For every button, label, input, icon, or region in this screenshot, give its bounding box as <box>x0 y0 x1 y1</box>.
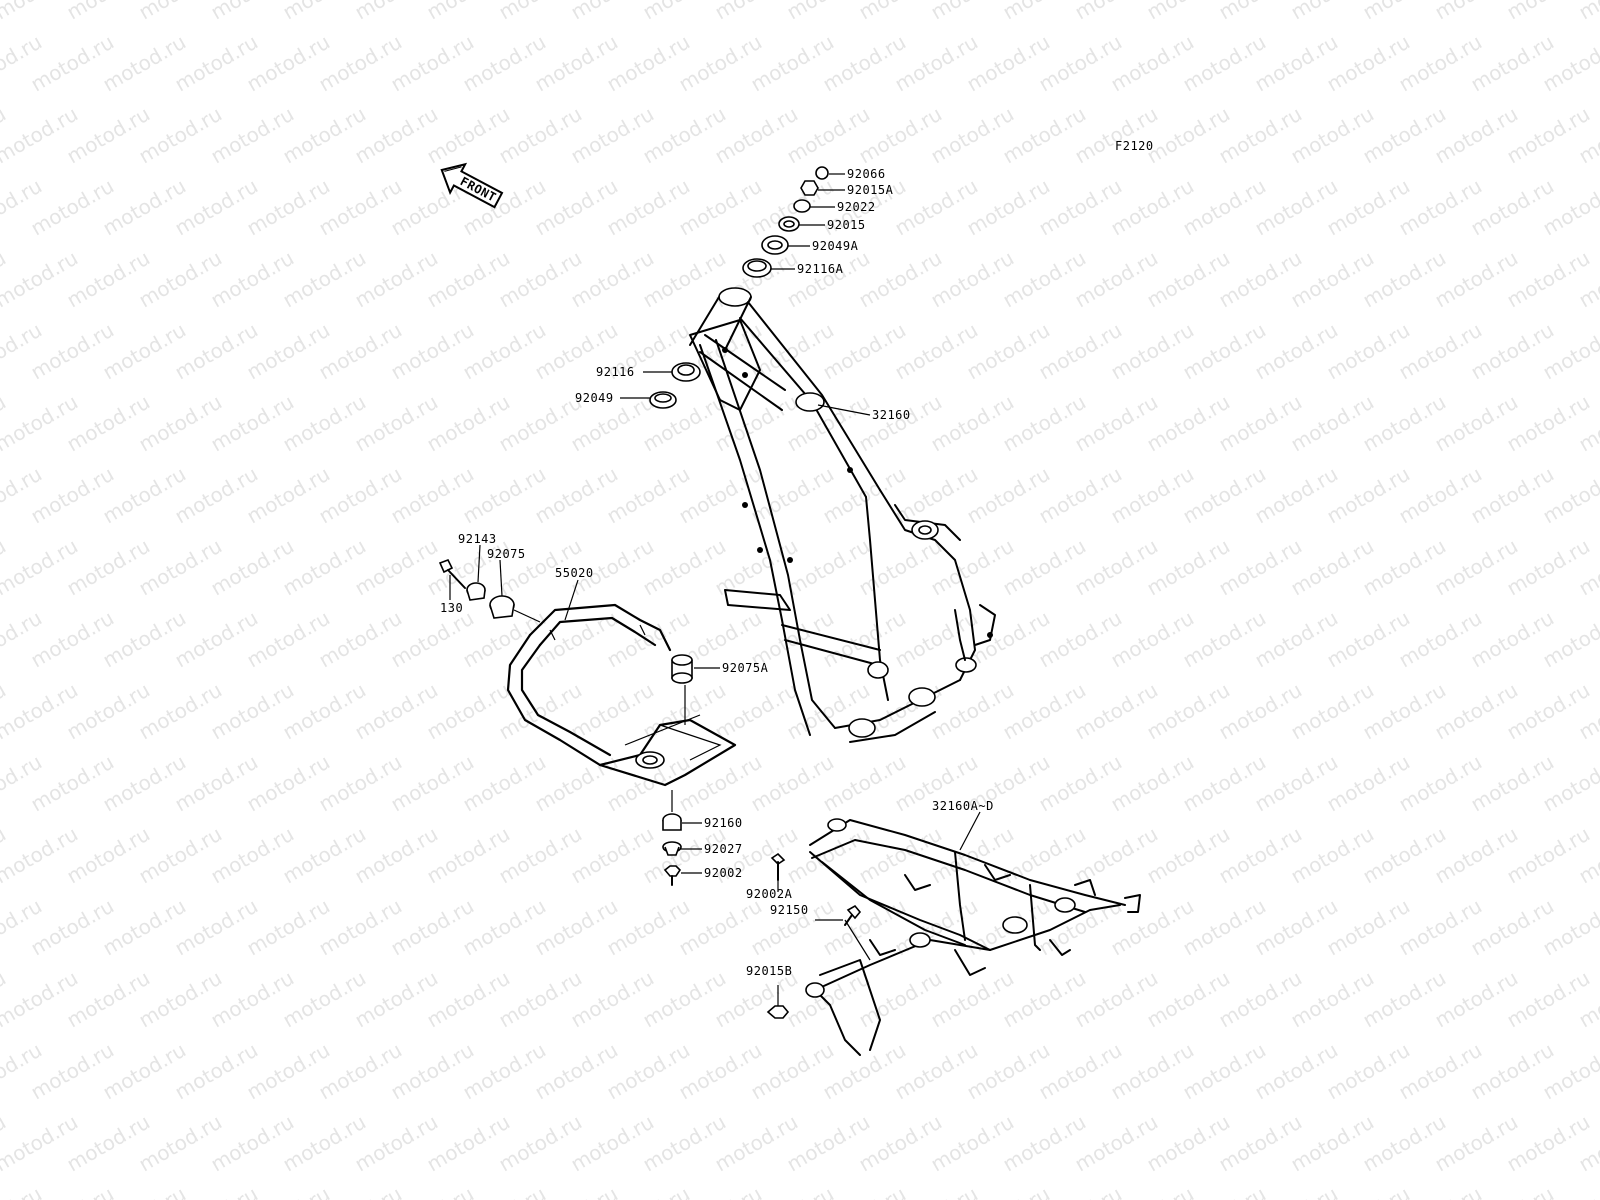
callout-92002a: 92002A <box>746 887 793 901</box>
callout-92015a: 92015A <box>847 183 894 197</box>
callout-92015b: 92015B <box>746 964 792 978</box>
subframe <box>805 811 1141 1056</box>
callout-32160a-d: 32160A~D <box>932 799 994 813</box>
watermark-text: motod.ru <box>0 1182 46 1200</box>
skid-plate <box>506 603 737 787</box>
part-92022 <box>793 199 811 213</box>
callout-92075a: 92075A <box>722 661 769 675</box>
subframe-hardware <box>766 852 871 1019</box>
main-frame <box>689 287 996 743</box>
watermark-text: motod.ru <box>1575 0 1600 24</box>
callout-92160: 92160 <box>704 816 743 830</box>
front-arrow-icon: FRONT <box>440 162 504 209</box>
callout-92027: 92027 <box>704 842 743 856</box>
callout-92150: 92150 <box>770 903 809 917</box>
callout-32160: 32160 <box>872 408 911 422</box>
steering-head-leaders <box>771 173 845 270</box>
lower-bearings <box>620 362 701 409</box>
callout-92066: 92066 <box>847 167 886 181</box>
callout-92049: 92049 <box>575 391 614 405</box>
callout-92022: 92022 <box>837 200 876 214</box>
steering-head-parts <box>742 166 829 278</box>
part-92066 <box>815 166 829 180</box>
callout-92075: 92075 <box>487 547 526 561</box>
callout-92049a: 92049A <box>812 239 859 253</box>
callout-92002: 92002 <box>704 866 743 880</box>
part-92015a <box>800 180 819 196</box>
callout-92015: 92015 <box>827 218 866 232</box>
callout-130: 130 <box>440 601 463 615</box>
figure-code: F2120 <box>1115 139 1154 153</box>
part-92075a <box>671 654 720 725</box>
callout-55020: 55020 <box>555 566 594 580</box>
callout-92116: 92116 <box>596 365 635 379</box>
callout-92116a: 92116A <box>797 262 844 276</box>
callout-92143: 92143 <box>458 532 497 546</box>
lower-hardware-stack <box>662 790 702 886</box>
mount-hardware <box>438 544 541 623</box>
